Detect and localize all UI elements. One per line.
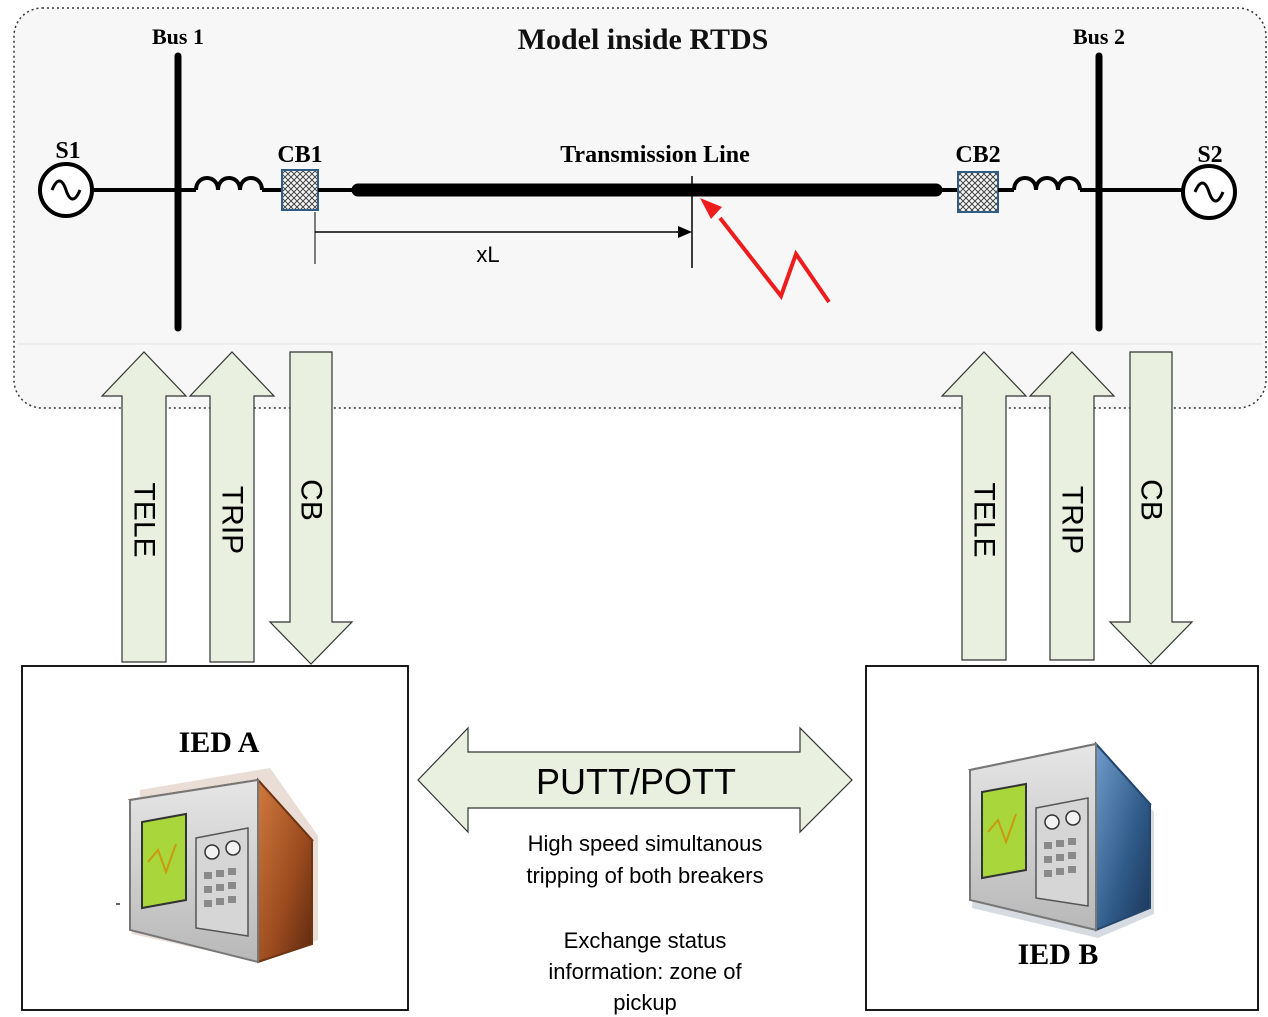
cb-label-a: CB [295, 479, 328, 521]
note-status-line2: information: zone of [548, 959, 742, 984]
cb-arrow-b [1108, 351, 1194, 665]
trip-arrow-a [188, 351, 276, 663]
ied-b-label: IED B [1018, 938, 1099, 971]
fault-lightning-icon [718, 216, 831, 304]
source-2-label: S2 [1197, 142, 1222, 168]
cb-arrow-a [268, 351, 354, 665]
breaker-cb1 [281, 169, 319, 211]
breaker-cb2 [957, 171, 999, 213]
model-title: Model inside RTDS [518, 23, 769, 56]
trip-label-a: TRIP [216, 486, 249, 554]
ied-b-device-icon [968, 741, 1154, 938]
note-tripping-line1: High speed simultanous [528, 831, 763, 856]
note-status-line1: Exchange status [564, 928, 727, 953]
trip-label-b: TRIP [1056, 486, 1089, 554]
note-status-line3: pickup [613, 990, 677, 1015]
rtds-model-panel [13, 7, 1267, 409]
tele-label-b: TELE [968, 482, 1001, 557]
tele-label-a: TELE [128, 482, 161, 557]
breaker-cb1-label: CB1 [277, 142, 322, 168]
ied-a-label: IED A [179, 726, 260, 759]
breaker-cb2-label: CB2 [955, 142, 1000, 168]
note-tripping-line2: tripping of both breakers [526, 863, 763, 888]
tele-arrow-a [100, 351, 188, 663]
bus-2-label: Bus 2 [1073, 24, 1125, 49]
source-1-label: S1 [55, 138, 80, 164]
trip-arrow-b [1028, 351, 1116, 661]
tele-arrow-b [940, 351, 1028, 661]
transmission-line-label: Transmission Line [560, 142, 750, 168]
putt-pott-double-arrow [417, 726, 853, 834]
cb-label-b: CB [1135, 479, 1168, 521]
ied-a-device-icon [128, 768, 318, 964]
fault-distance-label: xL [476, 242, 499, 267]
putt-pott-label: PUTT/POTT [536, 761, 736, 802]
bus-1-label: Bus 1 [152, 24, 204, 49]
reactor-right-icon [1012, 176, 1082, 191]
reactor-left-icon [194, 176, 264, 191]
